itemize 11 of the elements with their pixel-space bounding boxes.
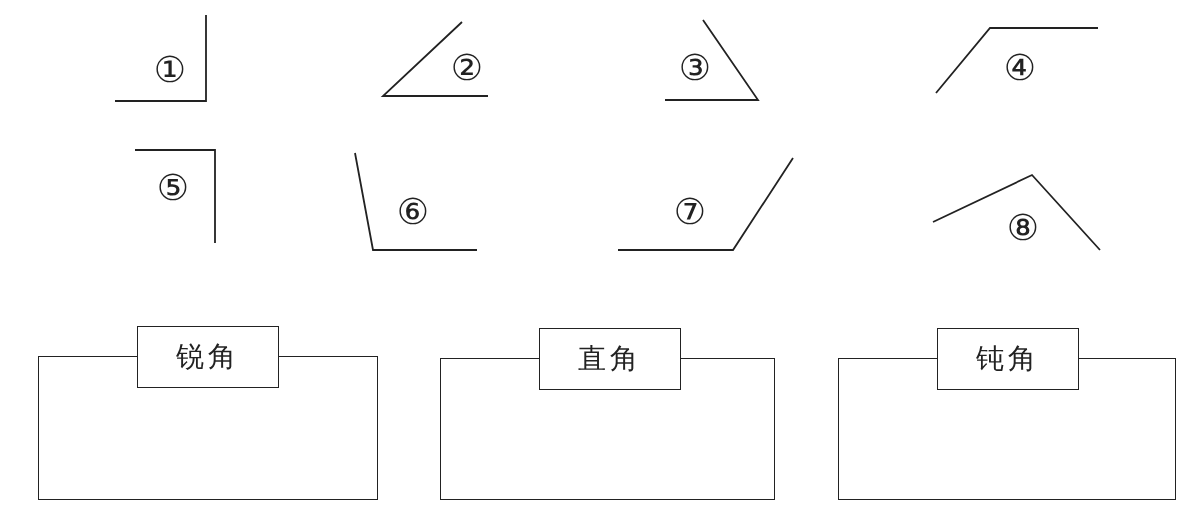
callout-number: ⑧: [1006, 208, 1040, 248]
callout-number: ②: [450, 48, 484, 88]
callout-number: ④: [1003, 48, 1037, 88]
callout-number: ①: [153, 50, 187, 90]
category-heading: 锐角: [137, 326, 279, 388]
callout-number: ⑥: [396, 192, 430, 232]
category-heading: 钝角: [937, 328, 1079, 390]
callout-number: ⑤: [156, 168, 190, 208]
category-heading: 直角: [539, 328, 681, 390]
callout-number: ③: [678, 48, 712, 88]
callout-number: ⑦: [673, 192, 707, 232]
